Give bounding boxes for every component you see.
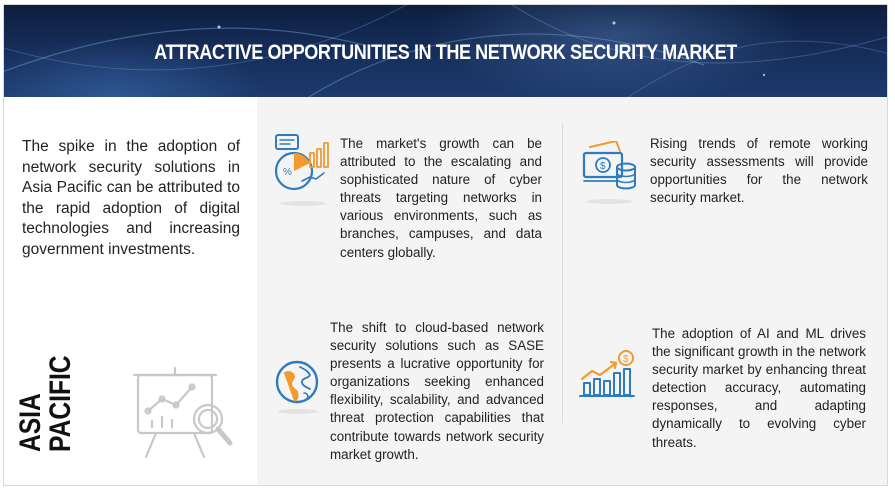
- region-label-line2: PACIFIC: [44, 355, 77, 452]
- icon-shadow: [278, 409, 318, 414]
- svg-text:%: %: [283, 167, 292, 178]
- growth-chart-dollar-icon: $: [579, 350, 635, 397]
- opportunities-panel: [257, 97, 887, 485]
- page-title: ATTRACTIVE OPPORTUNITIES IN THE NETWORK …: [154, 41, 737, 64]
- opportunity-card-4-text: The adoption of AI and ML drives the sig…: [652, 326, 866, 450]
- globe-icon: [275, 360, 319, 404]
- region-summary-text: The spike in the adoption of network sec…: [22, 138, 240, 258]
- opportunity-card-2-text: Rising trends of remote working security…: [650, 136, 868, 206]
- svg-text:$: $: [623, 354, 629, 365]
- svg-text:$: $: [600, 161, 606, 172]
- header-light-streaks: [4, 5, 887, 97]
- header-banner: ATTRACTIVE OPPORTUNITIES IN THE NETWORK …: [4, 5, 887, 97]
- header-glow: [424, 5, 804, 97]
- region-summary-panel: The spike in the adoption of network sec…: [4, 97, 257, 485]
- region-label-line1: ASIA: [14, 393, 47, 452]
- column-divider: [562, 123, 563, 423]
- infographic: ATTRACTIVE OPPORTUNITIES IN THE NETWORK …: [3, 4, 888, 486]
- region-label: ASIA PACIFIC: [14, 342, 78, 452]
- opportunity-card-3-text: The shift to cloud-based network securit…: [330, 320, 544, 462]
- opportunity-card-1-text: The market's growth can be attributed to…: [340, 136, 542, 260]
- icon-shadow: [586, 199, 632, 204]
- analytics-board-magnifier-icon: [132, 366, 233, 459]
- money-coins-icon: $: [582, 141, 636, 190]
- icon-shadow: [280, 201, 326, 206]
- analytics-chart-icon: %: [274, 134, 329, 191]
